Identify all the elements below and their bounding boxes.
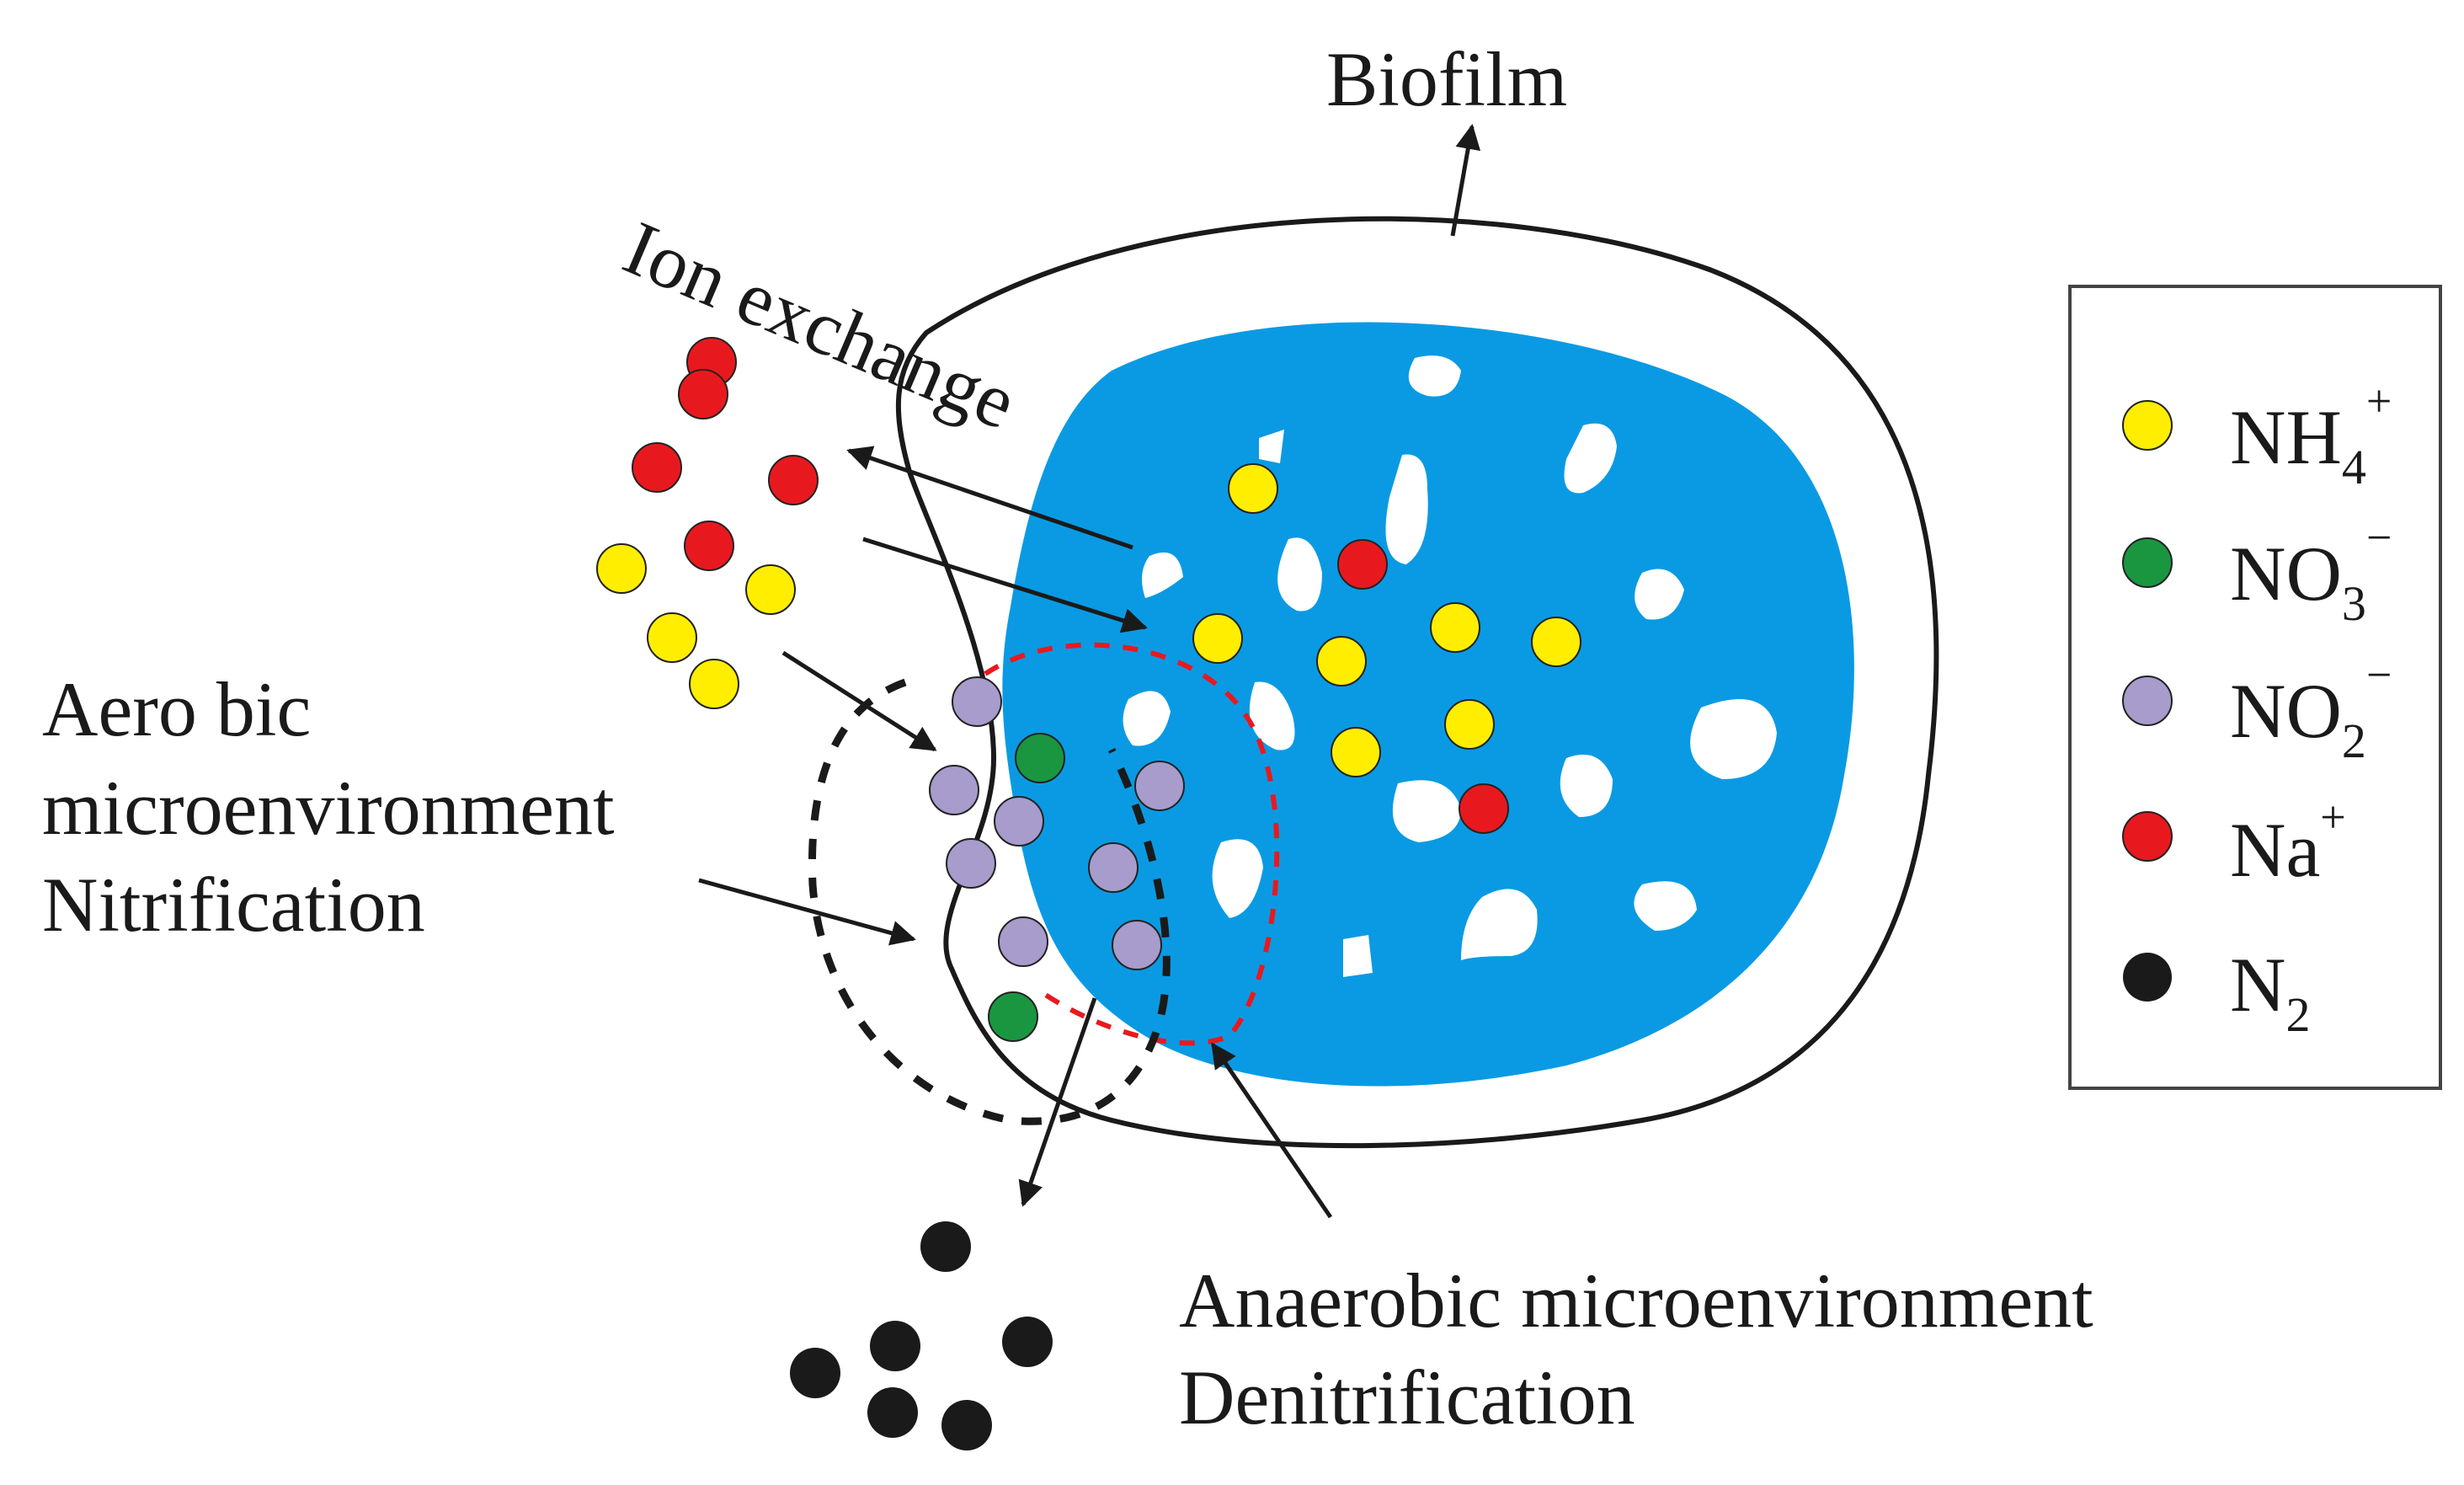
legend-label-no3: NO3− <box>2230 512 2392 631</box>
aerobic-label-line1: Aero bic <box>42 666 311 752</box>
legend-item-n2: N2 <box>2123 942 2310 1042</box>
na-dot <box>1459 783 1509 834</box>
nitrite-ions <box>929 676 1185 970</box>
no2-dot <box>1112 920 1162 970</box>
no2-dot <box>998 916 1048 967</box>
na-dot <box>632 442 682 493</box>
legend-label-na: Na+ <box>2230 792 2346 893</box>
anaerobic-label-line1: Anaerobic microenvironment <box>1179 1258 2093 1343</box>
anaerobic-label-line2: Denitrification <box>1179 1354 1635 1440</box>
purple-dot <box>2122 676 2173 726</box>
aerobic-label-line2: microenvironment <box>42 765 615 851</box>
n2-dot <box>920 1221 971 1272</box>
na-dot <box>678 369 728 419</box>
no2-dot <box>1134 761 1185 811</box>
legend: NH4+ NO3− NO2− Na+ N2 <box>2068 285 2442 1090</box>
nh4-dot <box>1430 602 1480 653</box>
legend-item-no3: NO3− <box>2122 512 2392 631</box>
carrier-pores <box>1123 355 1777 977</box>
biofilm-label: Biofilm <box>1326 36 1567 122</box>
nh4-dot <box>1228 463 1278 514</box>
nh4-dot <box>1316 636 1367 686</box>
legend-item-no2: NO2− <box>2122 649 2392 768</box>
aerobic-zone-boundary <box>808 678 1171 1125</box>
nh4-dot <box>647 612 697 663</box>
black-dot <box>2123 953 2172 1002</box>
legend-item-nh4: NH4+ <box>2122 376 2392 494</box>
nh4-dot <box>1531 617 1581 667</box>
no2-dot <box>952 676 1002 727</box>
nitrogen-gas <box>790 1221 1053 1450</box>
sodium-ions <box>632 337 1509 834</box>
n2-dot <box>790 1348 840 1398</box>
legend-label-no2: NO2− <box>2230 649 2392 768</box>
biofilm-label-arrow <box>1450 124 1481 237</box>
n2-dot <box>870 1321 920 1371</box>
na-dot <box>768 455 819 505</box>
nh4-dot <box>596 543 647 594</box>
ion-exchange-out-arrow <box>846 446 1133 550</box>
nh4-dot <box>1444 699 1495 750</box>
nh4-dot <box>689 659 739 709</box>
na-dot <box>1337 539 1388 590</box>
arrows <box>698 124 1481 1219</box>
legend-label-nh4: NH4+ <box>2230 376 2392 494</box>
ammonium-uptake-arrow <box>781 650 937 752</box>
nh4-dot <box>1192 613 1243 664</box>
no3-dot <box>1015 733 1065 783</box>
n2-dot <box>941 1400 992 1450</box>
green-dot <box>2122 537 2173 588</box>
no2-dot <box>946 838 996 889</box>
aerobic-label-arrow <box>698 878 916 946</box>
legend-item-na: Na+ <box>2122 792 2346 893</box>
nitrogen-release-arrow <box>1018 997 1097 1207</box>
no2-dot <box>929 765 979 815</box>
yellow-dot <box>2122 400 2173 451</box>
nitrate-ions <box>988 733 1065 1042</box>
no2-dot <box>994 796 1044 847</box>
na-dot <box>684 521 734 571</box>
ammonium-ions <box>596 463 1581 777</box>
n2-dot <box>867 1387 918 1438</box>
ion-exchange-in-arrow <box>862 537 1148 633</box>
nh4-dot <box>745 564 796 615</box>
nh4-dot <box>1331 727 1381 777</box>
n2-dot <box>1002 1317 1053 1367</box>
aerobic-label-line3: Nitrification <box>42 862 425 948</box>
no3-dot <box>988 991 1038 1042</box>
no2-dot <box>1088 842 1139 893</box>
red-dot <box>2122 811 2173 862</box>
anaerobic-label-arrow <box>1210 1042 1333 1219</box>
legend-label-n2: N2 <box>2230 942 2310 1042</box>
